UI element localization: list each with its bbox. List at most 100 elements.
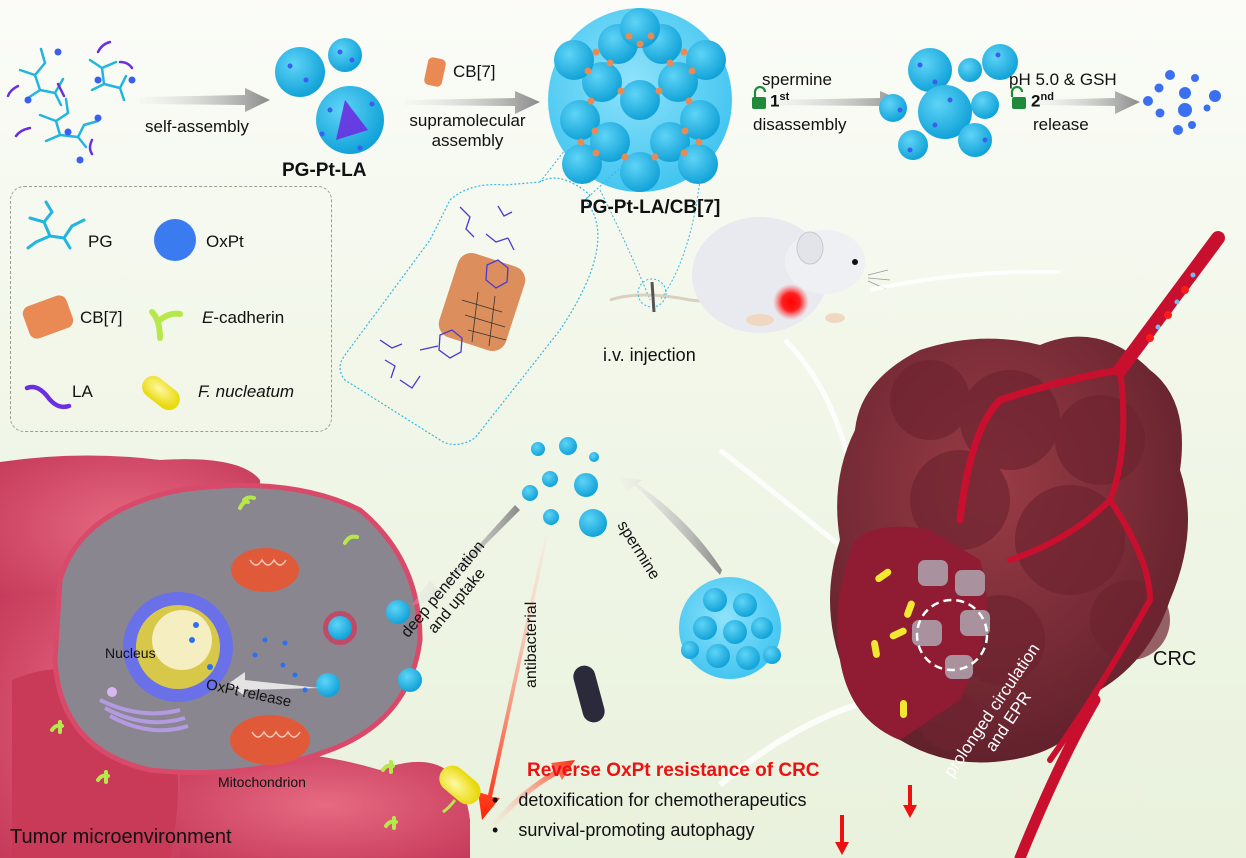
f-nucleatum-legend-icon	[142, 375, 180, 411]
cb7-linker	[625, 32, 633, 40]
label-release: release	[1033, 115, 1089, 134]
legend-box	[10, 186, 332, 432]
chemistry-callout-outline	[339, 177, 599, 446]
sub-nanoparticle	[658, 62, 698, 102]
label-nucleus: Nucleus	[105, 645, 156, 661]
pg-pt-la-nanoparticles	[275, 38, 384, 154]
mouse-illustration	[609, 217, 891, 333]
arrow-supramolecular-assembly	[405, 91, 540, 114]
oxpt-particle-icon	[154, 219, 196, 261]
decrease-arrow-2	[835, 815, 849, 855]
pg-drug-dots	[24, 48, 136, 164]
arrow-antibacterial-right	[490, 760, 575, 828]
label-pg-pt-la: PG-Pt-LA	[282, 160, 367, 181]
cb7-linker	[606, 59, 614, 67]
e-cadherin-legend-icon	[149, 309, 183, 341]
pg-dendrimer-cluster	[6, 40, 134, 156]
cb7-host-capsule	[438, 252, 526, 352]
small-nanoparticles-mid	[522, 437, 607, 537]
pg-pt-la-cb7-small	[679, 577, 781, 679]
legend-label-la: LA	[72, 382, 93, 401]
epr-focus-circle	[915, 598, 989, 672]
arrow-spermine-return	[620, 477, 722, 575]
free-oxpt-dots	[252, 637, 308, 693]
cb7-linker	[685, 97, 693, 105]
legend-label-oxpt: OxPt	[206, 232, 244, 251]
outcome-bullet-2: • survival-promoting autophagy	[492, 820, 755, 840]
f-nucleatum-in-tumor	[871, 568, 915, 718]
sub-nanoparticle	[582, 62, 622, 102]
legend-label-e-cadherin: E-cadherin	[202, 308, 285, 327]
arrow-oxpt-release	[228, 672, 320, 696]
cb7-linker	[651, 153, 659, 161]
cb7-linker	[655, 87, 663, 95]
label-tumor-microenvironment: Tumor microenvironment	[10, 826, 232, 848]
cb7-linker	[592, 149, 600, 157]
cb7-linker	[647, 32, 655, 40]
label-disassembly: disassembly	[753, 115, 847, 134]
decrease-arrow-1	[903, 785, 917, 818]
cb7-linker	[666, 59, 674, 67]
cb7-linker	[587, 97, 595, 105]
sub-nanoparticle	[560, 100, 600, 140]
arrow-deep-penetration	[412, 505, 520, 605]
pg-dendrimer-icon	[26, 200, 86, 250]
sub-nanoparticle	[620, 80, 660, 120]
cb7-linker	[584, 67, 592, 75]
arrow-self-assembly	[140, 88, 270, 112]
endosomes	[316, 600, 422, 697]
cb7-linker	[591, 127, 599, 135]
sub-nanoparticle	[678, 144, 718, 184]
cb7-linker	[617, 87, 625, 95]
cb7-linker	[680, 48, 688, 56]
arrow-ph-gsh-release	[1035, 91, 1140, 114]
unlock-icon-2nd	[1010, 85, 1026, 109]
cb7-linker	[636, 40, 644, 48]
cb7-structure-lines	[461, 291, 507, 347]
cb7-linker	[688, 67, 696, 75]
sub-nanoparticle	[686, 40, 726, 80]
label-mitochondrion: Mitochondrion	[218, 774, 306, 790]
label-2nd: 2nd	[1031, 91, 1054, 111]
sub-nanoparticle	[620, 152, 660, 192]
cb7-capsule-icon	[424, 57, 446, 87]
f-nucleatum-attached	[439, 765, 481, 814]
label-crc: CRC	[1153, 648, 1197, 670]
tumor-cell-cutaway	[52, 483, 423, 775]
mitochondrion-top	[231, 548, 299, 592]
chemical-structure	[379, 205, 515, 389]
sub-nanoparticle	[562, 144, 602, 184]
label-iv-injection: i.v. injection	[603, 345, 696, 365]
cb7-linker	[695, 138, 703, 146]
cb7-linker	[680, 149, 688, 157]
syringe-icon	[637, 278, 667, 313]
label-self-assembly: self-assembly	[145, 117, 249, 136]
nucleus	[123, 592, 233, 702]
decrease-arrows	[835, 785, 917, 855]
golgi-apparatus	[99, 687, 189, 733]
legend-label-pg: PG	[88, 232, 113, 251]
released-oxpt	[1143, 70, 1221, 135]
unlock-icon-1st	[752, 85, 767, 109]
cb7-linker	[577, 138, 585, 146]
cb7-linker	[592, 48, 600, 56]
label-1st: 1st	[770, 91, 790, 111]
legend-label-f-nucleatum: F. nucleatum	[198, 382, 295, 401]
dead-bacterium-icon	[573, 665, 605, 723]
outcome-title: Reverse OxPt resistance of CRC	[527, 760, 820, 781]
blood-vessel	[956, 231, 1225, 858]
arrow-spermine-disassembly	[768, 91, 905, 114]
disassembled-nanoparticles	[879, 44, 1018, 160]
sub-nanoparticle	[680, 100, 720, 140]
sub-nanoparticle	[590, 122, 630, 162]
label-pg-pt-la-cb7: PG-Pt-LA/CB[7]	[580, 197, 721, 218]
pg-pt-la-cb7-assembly	[548, 8, 732, 192]
sub-nanoparticle	[650, 122, 690, 162]
cb7-linker	[621, 153, 629, 161]
label-cb7-reagent: CB[7]	[453, 62, 496, 81]
la-chain-legend-icon	[24, 384, 72, 410]
arrow-antibacterial-down	[478, 535, 548, 820]
mitochondrion-bottom	[230, 715, 310, 765]
